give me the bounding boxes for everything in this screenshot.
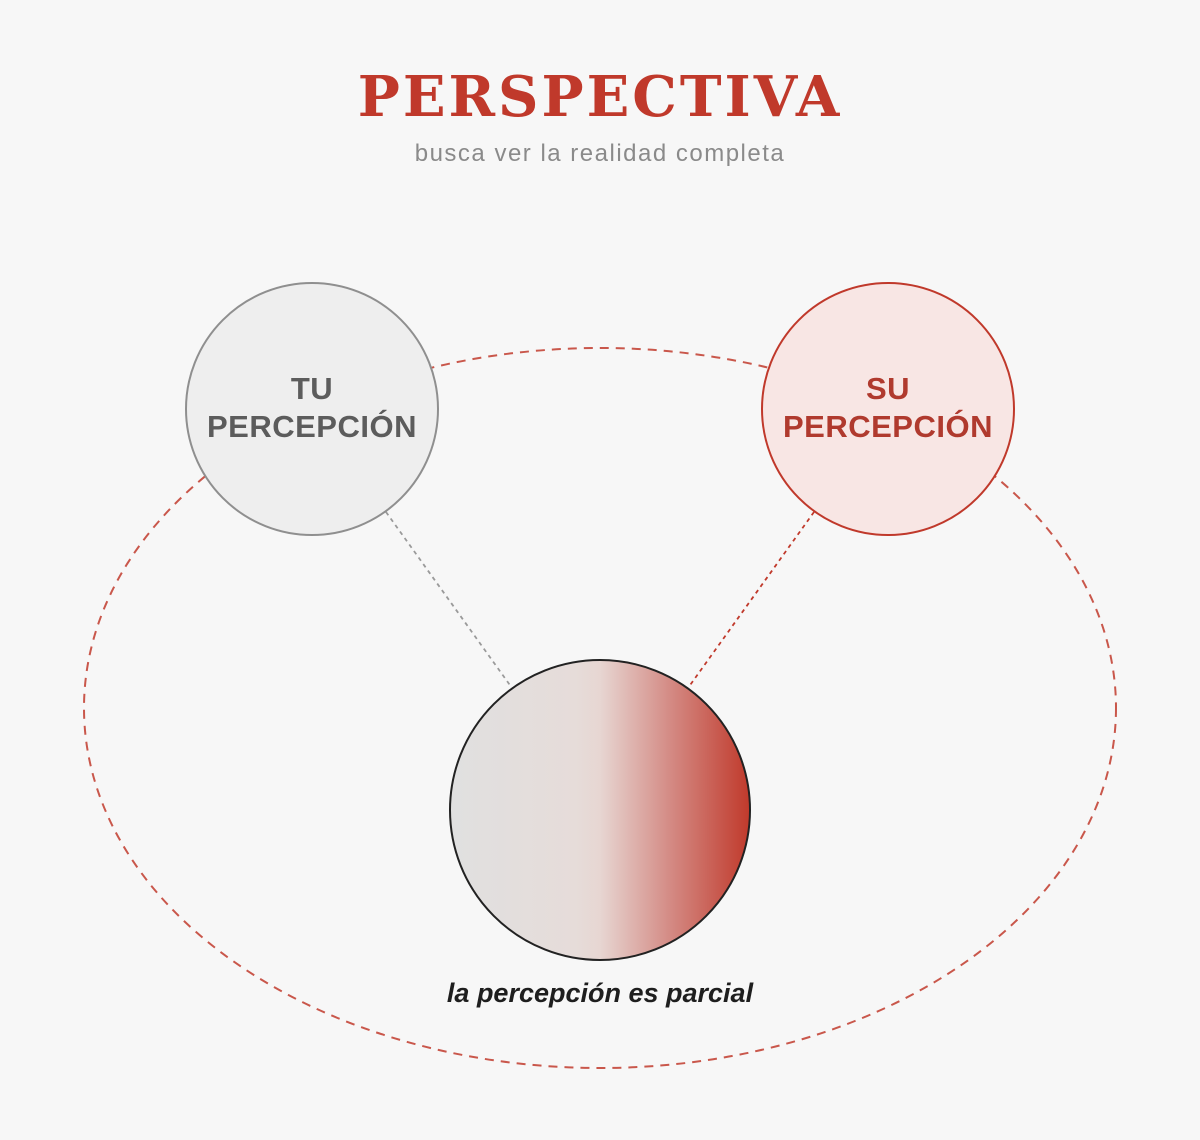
reality-ellipse: [83, 347, 1117, 1069]
connector-them: [687, 511, 815, 689]
partial-perception-circle: [449, 659, 751, 961]
partial-perception-caption: la percepción es parcial: [446, 978, 754, 1008]
your-perception-label-line2: PERCEPCIÓN: [207, 409, 417, 444]
their-perception-label-line1: SU: [865, 371, 911, 406]
their-perception-label: SU PERCEPCIÓN: [758, 370, 1018, 446]
page-title: PERSPECTIVA: [357, 64, 843, 130]
page-subtitle: busca ver la realidad completa: [414, 140, 786, 167]
their-perception-circle: [761, 282, 1015, 536]
their-perception-label-line2: PERCEPCIÓN: [783, 409, 993, 444]
connector-you: [385, 511, 513, 689]
your-perception-label: TU PERCEPCIÓN: [182, 370, 442, 446]
your-perception-circle: [185, 282, 439, 536]
your-perception-label-line1: TU: [290, 371, 334, 406]
